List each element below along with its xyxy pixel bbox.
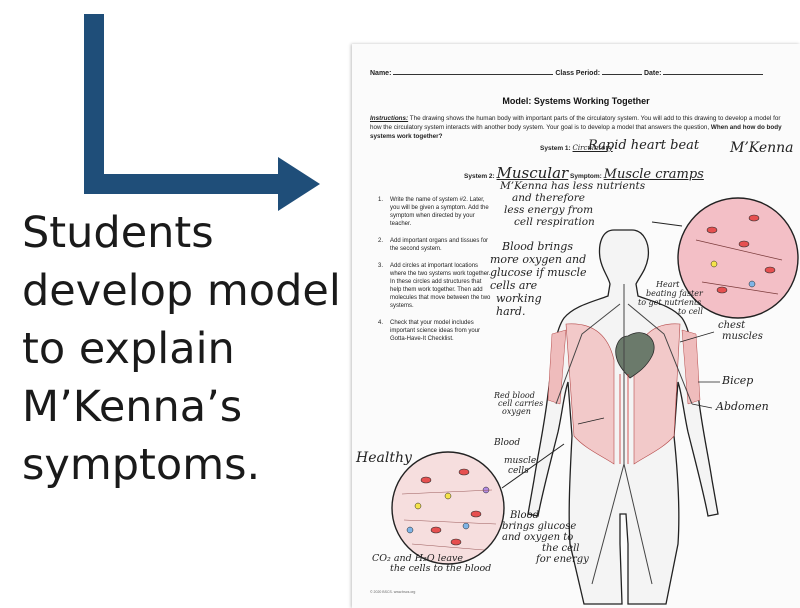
caption: Students develop model to explain M’Kenn… [22, 204, 352, 494]
annotation-red-blood-cell: Red blood cell carries oxygen [494, 392, 543, 416]
system1-label: System 1: [540, 145, 571, 152]
annotation-line: hard. [490, 305, 587, 318]
annotation-line: muscle [504, 456, 536, 466]
annotation-line: oxygen [494, 408, 543, 416]
annotation-co2-leave: CO₂ and H₂O leave the cells to the blood [372, 554, 491, 574]
annotation-line: cells [504, 466, 536, 476]
system2-label: System 2: [464, 173, 495, 180]
step-number: 3. [378, 262, 383, 270]
annotation-line: and oxygen to [502, 532, 589, 543]
caption-line: develop model [22, 262, 352, 320]
caption-line: symptoms. [22, 436, 352, 494]
annotation-blood-glucose: Blood brings glucose and oxygen to the c… [502, 510, 589, 565]
annotation-line: cell respiration [500, 216, 645, 228]
annotation-line: for energy [502, 554, 589, 565]
list-item: 3. Add circles at important locations whe… [378, 262, 494, 310]
step-text: Add circles at important locations where… [390, 263, 490, 309]
annotation-bicep: Bicep [722, 374, 753, 387]
list-item: 1. Write the name of system #2. Later, yo… [378, 196, 494, 228]
annotation-line: M’Kenna has less nutrients [500, 180, 645, 192]
class-period-label: Class Period: [555, 70, 600, 77]
name-label: Name: [370, 70, 391, 77]
annotation-line: and therefore [500, 192, 645, 204]
step-list: 1. Write the name of system #2. Later, yo… [378, 196, 494, 352]
annotation-line: chest [718, 320, 763, 331]
worksheet-footer: © 2020 BSCS. www.bscs.org [370, 590, 790, 594]
annotation-blood-brings: Blood brings more oxygen and glucose if … [490, 240, 587, 318]
step-number: 2. [378, 237, 383, 245]
annotation-line: cells are [490, 279, 587, 292]
annotation-abdomen: Abdomen [716, 400, 769, 413]
caption-line: M’Kenna’s [22, 378, 352, 436]
annotation-chest-muscles: chest muscles [718, 320, 763, 342]
annotation-line: Blood [502, 510, 589, 521]
annotation-line: Blood brings [490, 240, 587, 253]
annotation-line: Heart [638, 280, 703, 289]
step-number: 1. [378, 196, 383, 204]
annotation-line: to cell [638, 307, 703, 316]
list-item: 4. Check that your model includes importa… [378, 319, 494, 343]
annotation-line: beating faster [638, 289, 703, 298]
worksheet-title: Model: Systems Working Together [352, 96, 800, 106]
annotation-line: the cells to the blood [372, 564, 491, 574]
annotation-line: to get nutrients [638, 298, 703, 307]
worksheet: Name: Class Period: Date: Model: Systems… [352, 44, 800, 608]
annotation-blood: Blood [494, 438, 520, 448]
annotation-muscle-cells: muscle cells [504, 456, 536, 476]
worksheet-header: Name: Class Period: Date: [370, 68, 763, 77]
annotation-healthy: Healthy [356, 450, 412, 466]
annotation-line: glucose if muscle [490, 266, 587, 279]
annotation-line: more oxygen and [490, 253, 587, 266]
annotation-line: the cell [502, 543, 589, 554]
step-text: Check that your model includes important… [390, 320, 480, 342]
annotation-line: less energy from [500, 204, 645, 216]
annotation-mkenna: M’Kenna [730, 140, 794, 156]
symptom-label: Symptom: [570, 173, 602, 180]
annotation-line: brings glucose [502, 521, 589, 532]
step-text: Add important organs and tissues for the… [390, 238, 488, 252]
annotation-heart-beating: Heart beating faster to get nutrients to… [638, 280, 703, 316]
instructions-label: Instructions: [370, 115, 408, 122]
list-item: 2. Add important organs and tissues for t… [378, 237, 494, 253]
annotation-rapid-heart: Rapid heart beat [588, 138, 699, 153]
date-label: Date: [644, 70, 662, 77]
caption-line: Students [22, 204, 352, 262]
step-number: 4. [378, 319, 383, 327]
instructions: Instructions: The drawing shows the huma… [370, 114, 782, 141]
annotation-line: working [490, 292, 587, 305]
caption-line: to explain [22, 320, 352, 378]
step-text: Write the name of system #2. Later, you … [390, 197, 489, 227]
annotation-less-nutrients: M’Kenna has less nutrients and therefore… [500, 180, 645, 228]
annotation-line: muscles [718, 331, 763, 342]
